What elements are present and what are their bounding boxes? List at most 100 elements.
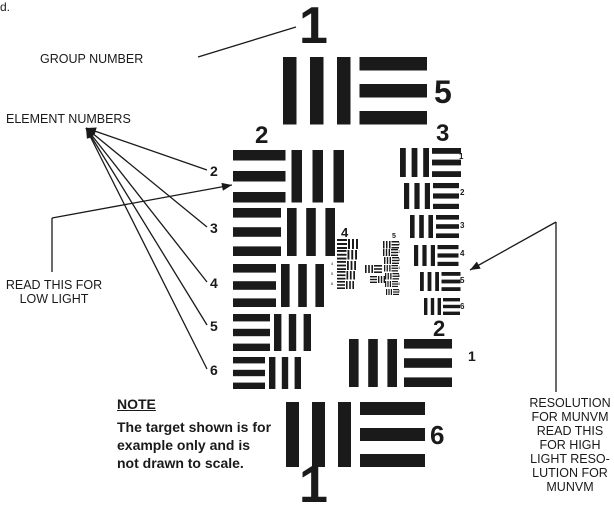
tiny-right-2-h-bar-123: [391, 249, 398, 251]
tiny-left-5-v-bar-105: [346, 271, 349, 280]
resolution-callout-line-7: MUNVM: [546, 480, 594, 494]
right-el-6-h-bar-77: [443, 311, 460, 315]
right-el-4-h-bar-63: [437, 245, 459, 250]
tiny-right-3-h-bar-131: [392, 262, 399, 264]
tiny-right-2-v-bar-120: [383, 249, 385, 256]
group-number-leader: [197, 26, 297, 58]
right-el-2-v-bar-48: [404, 183, 410, 209]
lower-element-v-bar-79: [368, 339, 378, 387]
element-numbers-arrow-6: [86, 128, 95, 139]
tiny-number-right-5: 5: [398, 273, 401, 278]
tiny-left-2-v-bar-89: [356, 239, 358, 249]
left-el-5-h-bar-31: [233, 328, 270, 337]
right-el-2-h-bar-51: [433, 183, 459, 189]
tiny-right-6-h-bar-149: [392, 285, 398, 287]
left-el-5-h-bar-30: [233, 314, 270, 322]
tiny-right-6-h-bar-148: [392, 283, 398, 285]
note-line-2: example only and is: [117, 437, 251, 453]
low-light-arrowhead: [221, 182, 232, 191]
tiny-right-6-v-bar-145: [387, 281, 389, 287]
tiny-right-1-h-bar-118: [391, 244, 399, 246]
element-numbers-leader-2: [85, 127, 208, 171]
top-element-v-bar-1: [310, 57, 324, 125]
tiny-left-6-v-bar-113: [352, 281, 354, 289]
resolution-callout-line-1: RESOLUTION: [529, 396, 611, 410]
right-el-1-v-bar-43: [411, 148, 418, 177]
right-el-2-h-bar-52: [433, 193, 459, 199]
right-el-1-h-bar-47: [432, 171, 461, 177]
tiny-left-5-v-bar-106: [349, 271, 352, 280]
tiny-left-4-v-bar-99: [347, 261, 349, 270]
tiny-left-4-h-bar-96: [337, 261, 346, 263]
element-numbers-leader-3: [85, 127, 208, 228]
left-el-4-h-bar-25: [233, 281, 276, 290]
tiny-number-left-5: 5: [331, 271, 334, 276]
left-el-6-h-bar-38: [233, 382, 265, 389]
read-low-light-line-2: LOW LIGHT: [19, 292, 89, 306]
left-el-3-h-bar-20: [233, 246, 281, 256]
top-element-h-bar-3: [359, 57, 427, 71]
left-el-3-v-bar-22: [306, 208, 316, 256]
element-numbers-callout: ELEMENT NUMBERS: [6, 112, 131, 126]
tiny-right-7-h-bar-154: [393, 291, 399, 293]
group-number-bottom: 1: [299, 456, 328, 514]
element-numbers-leader-6: [85, 127, 208, 370]
tiny-right-2-v-bar-121: [385, 249, 388, 256]
tiny-right-4-h-bar-135: [391, 265, 398, 267]
center-cluster-b-h-bar-164: [370, 281, 377, 283]
read-low-light-callout: READ THIS FOR LOW LIGHT: [4, 278, 104, 306]
left-el-4-v-bar-27: [281, 264, 290, 307]
tiny-number-left-6: 6: [331, 281, 334, 286]
left-el-6-v-bar-41: [294, 357, 301, 389]
center-cluster-a-h-bar-159: [374, 265, 382, 267]
center-cluster-a-v-bar-158: [371, 265, 373, 273]
right-el-1-v-bar-44: [423, 148, 429, 177]
tiny-left-2-v-bar-88: [352, 239, 354, 249]
tiny-right-4-v-bar-134: [389, 265, 391, 272]
center-cluster-b-h-bar-162: [370, 276, 377, 278]
right-el-4-v-bar-60: [414, 245, 419, 266]
tiny-right-1-h-bar-117: [391, 241, 399, 243]
bottom-element-v-bar-7: [312, 402, 325, 467]
tiny-right-4-h-bar-137: [391, 270, 398, 272]
right-el-4-v-bar-61: [422, 245, 427, 266]
tiny-left-6-h-bar-110: [337, 287, 345, 289]
tiny-right-5-h-bar-143: [392, 278, 399, 280]
resolution-callout-line-2: FOR MUNVM: [531, 410, 609, 424]
element-number-right-1: 1: [459, 152, 464, 161]
group-number-top: 1: [299, 0, 328, 55]
tiny-left-3-h-bar-90: [337, 250, 347, 252]
left-el-2-v-bar-15: [291, 150, 302, 203]
element-number-lower: 1: [468, 348, 476, 364]
right-el-4-h-bar-64: [437, 253, 459, 258]
left-el-4-h-bar-24: [233, 264, 276, 273]
center-cluster-a-v-bar-156: [365, 265, 367, 273]
tiny-number-left-3: 3: [331, 250, 334, 255]
right-el-6-v-bar-73: [430, 298, 435, 315]
tiny-number-right-4: 4: [398, 265, 401, 270]
resolution-callout-line-3: READ THIS: [536, 424, 604, 438]
left-el-4-h-bar-26: [233, 298, 276, 307]
right-el-3-h-bar-58: [436, 224, 459, 229]
note-heading: NOTE: [117, 396, 156, 412]
element-number-left-3: 3: [210, 220, 218, 236]
bottom-element-h-bar-10: [360, 428, 425, 441]
tiny-right-5-v-bar-140: [390, 273, 392, 280]
resolution-callout-line-4: FOR HIGH: [539, 438, 601, 452]
tiny-right-7-h-bar-155: [393, 293, 399, 295]
cropped-text-fragment: d.: [0, 0, 11, 14]
resolution-leader: [469, 221, 557, 271]
tiny-right-2-h-bar-124: [391, 251, 398, 254]
tiny-left-2-h-bar-84: [337, 239, 347, 241]
element-number-top: 5: [434, 74, 452, 110]
right-el-6-h-bar-76: [443, 304, 460, 309]
tiny-right-4-h-bar-136: [391, 267, 398, 269]
tiny-right-3-v-bar-127: [386, 257, 389, 264]
tiny-left-6-v-bar-112: [349, 281, 351, 289]
bar-patterns: [233, 57, 461, 467]
element-number-left-5: 5: [210, 318, 218, 334]
left-el-5-h-bar-32: [233, 343, 270, 351]
tiny-number-right-1: 1: [398, 241, 401, 246]
right-el-1-v-bar-42: [400, 148, 406, 177]
